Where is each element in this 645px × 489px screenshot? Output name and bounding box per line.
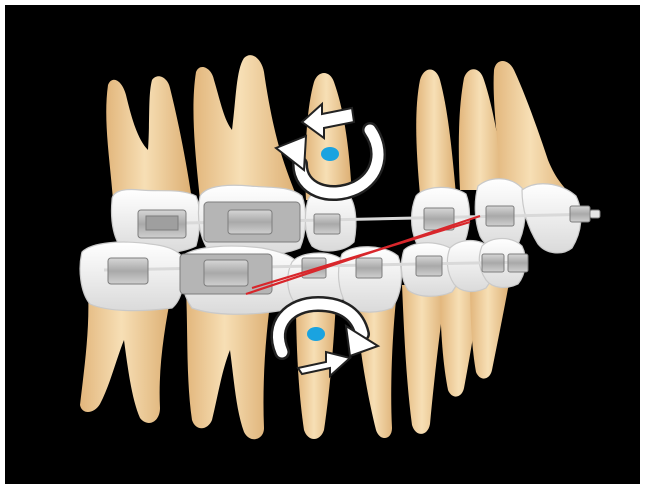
lower-central-bracket — [508, 254, 528, 272]
upper-molar-band-tube — [228, 210, 272, 234]
lower-tooth-axis-marker — [307, 327, 325, 341]
lower-lateral-bracket — [482, 254, 504, 272]
upper-wire-end — [590, 210, 600, 218]
lower-crown-premolar — [339, 247, 402, 312]
lower-molar-band-tube — [204, 260, 248, 286]
lower-canine-bracket — [416, 256, 442, 276]
upper-lateral-bracket — [486, 206, 514, 226]
lower-molar-tube-back — [108, 258, 148, 284]
upper-molar-tube-back-slot — [146, 216, 178, 230]
upper-premolar-bracket — [314, 214, 340, 234]
upper-tooth-axis-marker — [321, 147, 339, 161]
lower-premolar-bracket — [356, 258, 382, 278]
upper-wire-stop — [570, 206, 590, 222]
